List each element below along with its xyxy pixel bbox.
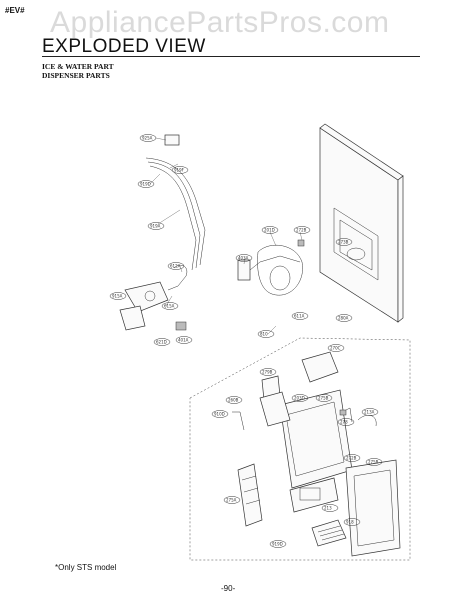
svg-text:272B: 272B — [296, 228, 307, 233]
callout: 275B — [365, 458, 383, 466]
callout: 611A — [291, 312, 309, 320]
callout: 201D — [261, 226, 279, 234]
callout: 213 — [321, 504, 339, 512]
watermark-text: AppliancePartsPros.com — [50, 6, 390, 39]
exploded-frame — [189, 337, 411, 561]
svg-text:260B: 260B — [228, 398, 239, 403]
water-tubes — [145, 134, 206, 271]
water-valve-assembly — [119, 265, 188, 331]
callout: 919A — [147, 222, 165, 230]
section-subtitle-ice-water: ICE & WATER PART — [42, 62, 114, 71]
svg-text:919D: 919D — [140, 182, 151, 187]
callout: 260B — [225, 396, 243, 404]
svg-text:275A: 275A — [226, 498, 237, 503]
svg-text:213: 213 — [324, 506, 332, 511]
svg-text:925A: 925A — [142, 136, 153, 141]
svg-text:203D: 203D — [294, 396, 305, 401]
callout: 213A — [361, 408, 379, 416]
svg-text:273B: 273B — [338, 240, 349, 245]
svg-text:213A: 213A — [364, 410, 375, 415]
door-panel — [319, 123, 404, 323]
callout: 273B — [335, 238, 353, 246]
title-rule — [42, 56, 420, 57]
callout: 275A — [223, 496, 241, 504]
svg-text:403A: 403A — [238, 256, 249, 261]
callout: 401A — [175, 336, 193, 344]
svg-text:280A: 280A — [338, 316, 349, 321]
callout: 615A — [161, 302, 179, 310]
section-subtitle-dispenser: DISPENSER PARTS — [42, 71, 110, 80]
callout: 918 — [343, 518, 361, 526]
dispenser-actuator — [237, 239, 305, 296]
callout: 203D — [291, 394, 309, 402]
svg-text:915A: 915A — [112, 294, 123, 299]
svg-text:270C: 270C — [330, 346, 341, 351]
svg-text:201D: 201D — [264, 228, 275, 233]
callout: 919D — [269, 540, 287, 548]
callout: 910D — [211, 410, 229, 418]
svg-text:401A: 401A — [178, 338, 189, 343]
footnote: *Only STS model — [55, 563, 117, 572]
svg-text:279B: 279B — [262, 370, 273, 375]
callout: 612A — [167, 262, 185, 270]
svg-text:611A: 611A — [294, 314, 305, 319]
callout: 278 — [337, 418, 355, 426]
svg-text:612A: 612A — [170, 264, 181, 269]
callout: 403A — [235, 254, 253, 262]
page-code: #EV# — [5, 6, 25, 15]
callout-labels: 925A 919F 919D 919A 612A 403A 915A 615A … — [109, 134, 383, 548]
svg-text:910D: 910D — [214, 412, 225, 417]
fitting-part — [175, 321, 187, 331]
page-number: -90- — [221, 584, 236, 593]
svg-text:615A: 615A — [164, 304, 175, 309]
callout: 621D — [153, 338, 171, 346]
callout: 272B — [343, 454, 361, 462]
drip-tray — [311, 519, 347, 547]
svg-text:278: 278 — [340, 420, 348, 425]
dispenser-housing — [279, 389, 353, 513]
callout: 280A — [335, 314, 353, 322]
svg-text:810: 810 — [260, 332, 268, 337]
lever-strip — [237, 463, 263, 527]
callout: 270C — [327, 344, 345, 352]
svg-text:275B: 275B — [318, 396, 329, 401]
svg-text:919A: 919A — [150, 224, 161, 229]
svg-text:621D: 621D — [156, 340, 167, 345]
ice-chute — [259, 351, 339, 427]
svg-text:919D: 919D — [272, 542, 283, 547]
svg-text:275B: 275B — [368, 460, 379, 465]
svg-text:272B: 272B — [346, 456, 357, 461]
display-panel — [345, 459, 401, 557]
page-title: EXPLODED VIEW — [42, 36, 206, 57]
callout: 275B — [315, 394, 333, 402]
svg-text:918: 918 — [346, 520, 354, 525]
callout: 810 — [257, 330, 275, 338]
callout: 919F — [171, 166, 189, 174]
callout: 279B — [259, 368, 277, 376]
callout: 272B — [293, 226, 311, 234]
callout: 925A — [139, 134, 157, 142]
callout: 915A — [109, 292, 127, 300]
svg-text:919F: 919F — [174, 168, 185, 173]
callout: 919D — [137, 180, 155, 188]
